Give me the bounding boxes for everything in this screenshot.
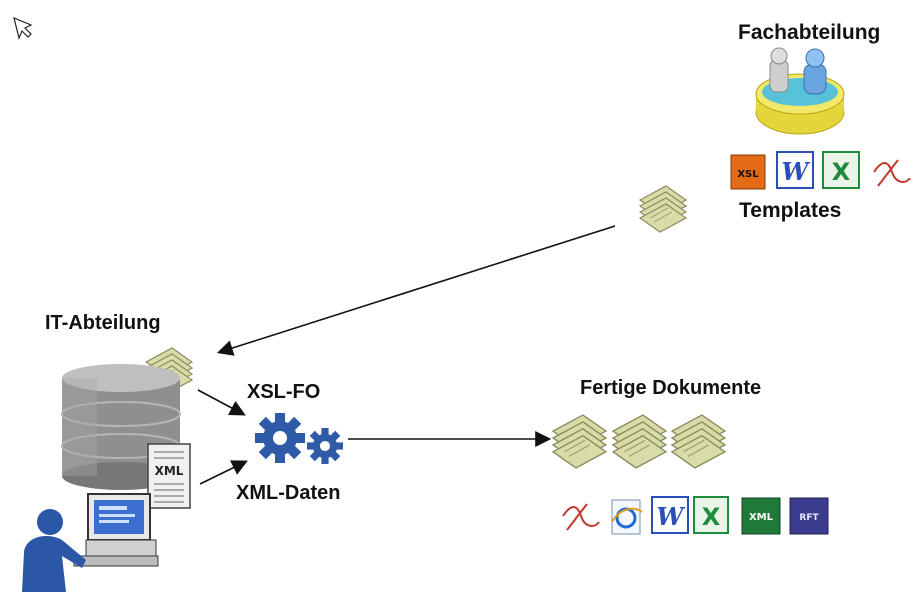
it-abteilung-title: IT-Abteilung	[45, 312, 161, 334]
word-output-text: W	[657, 502, 686, 531]
department-group-icon	[755, 47, 845, 135]
ie-browser-icon	[611, 499, 643, 535]
word-icon-text: W	[782, 157, 811, 186]
excel-icon: X	[822, 151, 860, 189]
pdf-icon	[873, 159, 911, 187]
arrow-templates-to-it	[216, 225, 616, 356]
xsl-fo-processor-gears-icon	[255, 413, 343, 464]
template-format-icons: XSL W X	[730, 151, 911, 190]
person-computer-icon	[22, 493, 159, 592]
xsl-icon: XSL	[730, 154, 766, 190]
xml-document-icon: XML	[147, 443, 191, 509]
fertige-dokumente-title: Fertige Dokumente	[580, 377, 762, 399]
output-format-icons: W X XML RFT	[562, 496, 829, 535]
xml-daten-title: XML-Daten	[236, 482, 341, 504]
excel-icon-text: X	[832, 158, 851, 186]
excel-icon: X	[693, 496, 729, 534]
xsl-icon-text: XSL	[737, 169, 759, 180]
xml-format-icon: XML	[741, 497, 781, 535]
rtf-format-text: RFT	[799, 513, 819, 523]
database-icon	[61, 364, 181, 490]
xml-format-text: XML	[749, 512, 774, 523]
pdf-icon	[562, 503, 600, 531]
fachabteilung-title: Fachabteilung	[738, 21, 881, 44]
word-icon: W	[776, 151, 814, 189]
arrow-templates-to-xslfo	[197, 389, 246, 416]
excel-output-text: X	[702, 503, 721, 531]
word-icon: W	[651, 496, 689, 534]
xsl-fo-title: XSL-FO	[247, 381, 321, 403]
templates-title: Templates	[739, 199, 842, 222]
arrow-xml-to-processor	[199, 460, 248, 485]
xml-document-label: XML	[155, 464, 184, 478]
rtf-format-icon: RFT	[789, 497, 829, 535]
templates-paper-stack-icon	[639, 185, 687, 233]
finished-documents-icon	[552, 414, 726, 469]
mouse-cursor-icon	[13, 16, 33, 40]
